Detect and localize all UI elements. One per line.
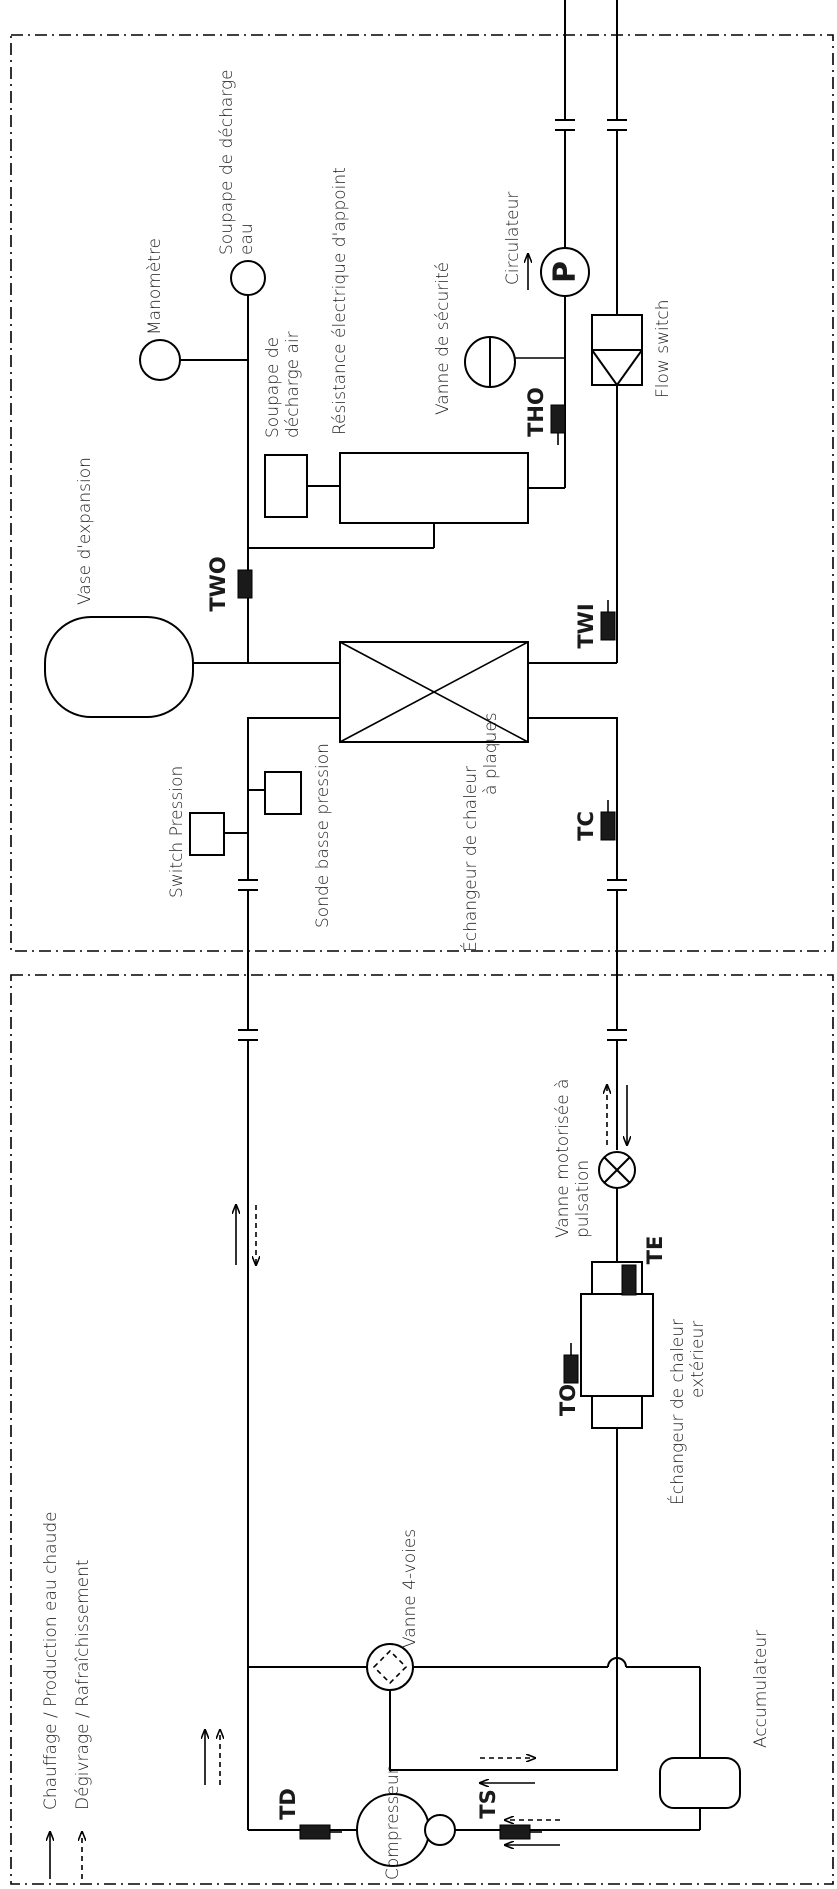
outdoor-heat-exchanger <box>580 1293 654 1397</box>
air-release-valve-label-1: Soupape de <box>263 337 283 438</box>
pump-symbol: P <box>548 261 583 283</box>
sensor-to-label: TO <box>556 1384 580 1416</box>
manometer <box>139 339 181 381</box>
expansion-vessel <box>44 616 194 718</box>
four-way-valve <box>366 1643 414 1691</box>
sensor-tc-block <box>600 811 616 841</box>
sensor-tho-label: THO <box>524 387 548 437</box>
sensor-td-block <box>299 1824 331 1840</box>
accumulator-label: Accumulateur <box>751 1630 771 1748</box>
sensor-two-label: TWO <box>206 556 230 611</box>
low-pressure-sensor-label: Sonde basse pression <box>313 743 333 928</box>
compressor-label: Compresseur <box>383 1767 403 1880</box>
plate-exchanger-label-2: à plaques <box>481 712 501 795</box>
water-inlet-pipe <box>607 0 627 315</box>
plate-exchanger-label-1: Échangeur de chaleur <box>459 766 481 952</box>
sensor-ts-label: TS <box>476 1789 500 1818</box>
outdoor-heat-exchanger-outlet <box>591 1395 643 1429</box>
low-pressure-sensor <box>264 771 302 815</box>
sensor-twi-block <box>600 611 616 641</box>
sensor-te-label: TE <box>643 1236 667 1265</box>
sensor-tc-label: TC <box>574 811 598 841</box>
legend-solid-label: Chauffage / Production eau chaude <box>41 1511 61 1810</box>
outdoor-exchanger-label-2: extérieur <box>688 1321 708 1398</box>
pulse-valve-label-2: pulsation <box>573 1160 593 1238</box>
refrigerant-liquid-connection <box>607 879 627 1041</box>
water-relief-valve-label-1: Soupape de décharge <box>217 69 237 255</box>
circulator-pump: P <box>540 247 590 297</box>
air-release-valve-label-2: décharge air <box>283 331 303 438</box>
backup-heater-label: Résistance électrique d'appoint <box>330 167 350 435</box>
indoor-unit-border <box>10 34 834 952</box>
flow-switch <box>591 314 643 386</box>
legend-dashed-label: Dégivrage / Rafraîchissement <box>73 1559 93 1810</box>
outdoor-exchanger-label-1: Échangeur de chaleur <box>666 1319 688 1505</box>
plate-heat-exchanger <box>339 641 529 743</box>
manometer-label: Manomètre <box>145 238 165 335</box>
flow-switch-label: Flow switch <box>653 300 673 398</box>
water-relief-valve <box>230 260 266 296</box>
pressure-switch-label: Switch Pression <box>167 766 187 898</box>
water-outlet-pipe <box>555 0 575 248</box>
accumulator <box>659 1757 741 1809</box>
backup-electric-heater <box>339 452 529 524</box>
outdoor-unit-border <box>10 974 834 1885</box>
safety-valve <box>464 336 516 388</box>
water-relief-valve-label-2: eau <box>237 223 257 255</box>
sensor-ts-block <box>499 1824 531 1840</box>
safety-valve-label: Vanne de sécurité <box>433 262 453 415</box>
four-way-valve-label: Vanne 4-voies <box>400 1529 420 1648</box>
sensor-tho-block <box>550 404 566 434</box>
compressor-auxiliary <box>424 1814 456 1846</box>
pressure-switch <box>189 812 225 856</box>
expansion-vessel-label: Vase d'expansion <box>75 457 95 605</box>
legend: Chauffage / Production eau chaude Dégivr… <box>41 1511 93 1879</box>
circulator-label: Circulateur <box>503 192 523 285</box>
sensor-two-block <box>237 569 253 599</box>
sensor-te-block <box>621 1264 637 1296</box>
air-release-valve <box>264 454 308 518</box>
flow-arrows <box>205 1085 627 1845</box>
refrigerant-gas-connection <box>238 879 258 1041</box>
sensor-td-label: TD <box>276 1788 300 1820</box>
pulse-motorized-valve <box>598 1151 636 1189</box>
sensor-twi-label: TWI <box>574 603 598 648</box>
pulse-valve-label-1: Vanne motorisée à <box>553 1079 573 1238</box>
sensor-to-block <box>563 1354 579 1384</box>
